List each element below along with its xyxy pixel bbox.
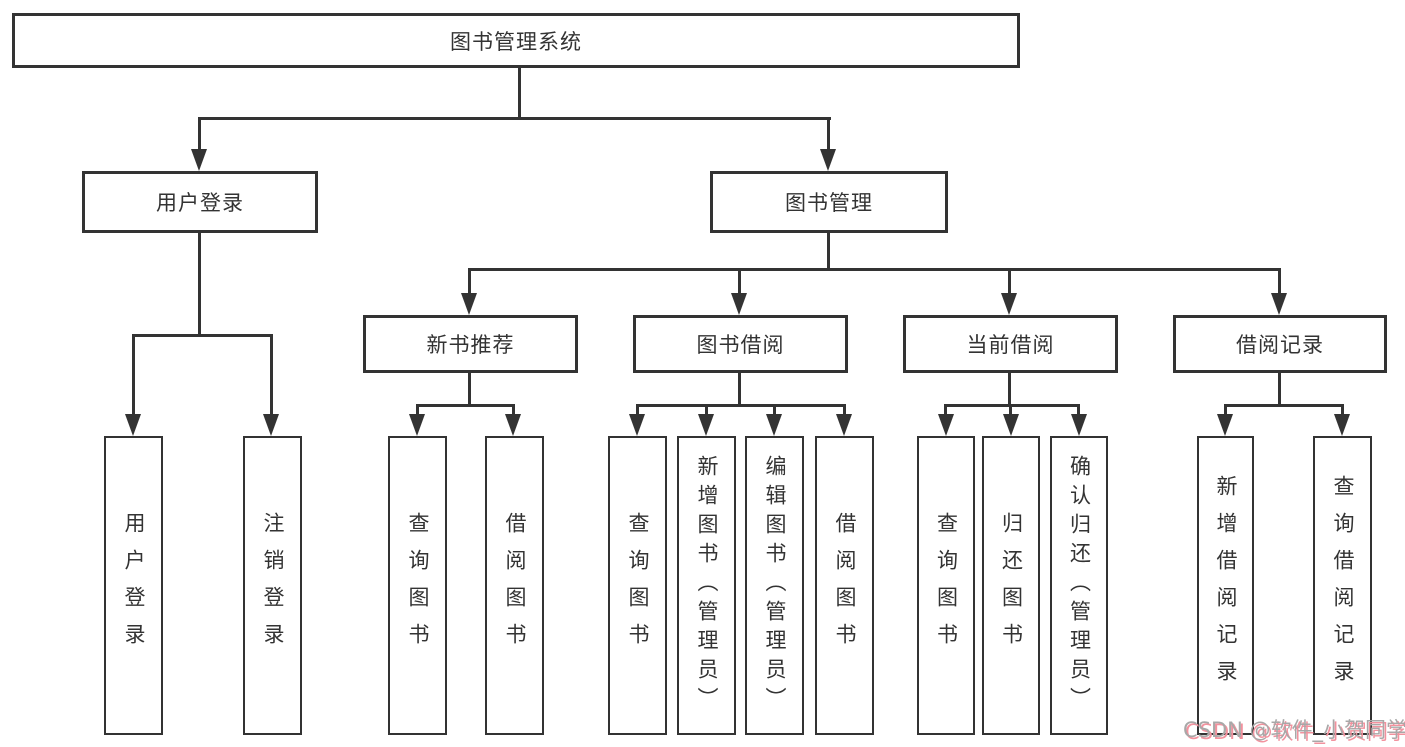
connector-line [512, 404, 515, 415]
connector-line [1077, 404, 1080, 415]
connector-line [1224, 404, 1227, 415]
node-borrowing-records-label: 借阅记录 [1236, 333, 1324, 357]
arrow-down-icon [629, 414, 645, 436]
arrow-down-icon [1071, 414, 1087, 436]
connector-line [636, 404, 846, 407]
leaf-return-books: 归还图书 [982, 436, 1040, 735]
arrow-down-icon [409, 414, 425, 436]
connector-line [270, 334, 273, 415]
arrow-down-icon [263, 414, 279, 436]
arrow-down-icon [766, 414, 782, 436]
leaf-query-books-current: 查询图书 [917, 436, 975, 735]
connector-line [468, 373, 471, 407]
connector-line [468, 268, 471, 295]
connector-line [944, 404, 947, 415]
leaf-query-books-recommend-label: 查询图书 [406, 511, 430, 660]
leaf-add-books-admin-label: 新增图书（管理员） [695, 455, 719, 716]
csdn-watermark: CSDN @软件_小贺同学 [1183, 718, 1405, 742]
leaf-query-books-recommend: 查询图书 [388, 436, 447, 735]
arrow-down-icon [1334, 414, 1350, 436]
connector-line [738, 268, 741, 295]
connector-line [738, 373, 741, 407]
connector-line [1008, 373, 1011, 407]
node-user-login: 用户登录 [82, 171, 318, 233]
connector-line [1008, 268, 1011, 295]
node-user-login-label: 用户登录 [156, 191, 244, 215]
leaf-confirm-return-admin-label: 确认归还（管理员） [1067, 455, 1092, 716]
leaf-logout-label: 注销登录 [261, 511, 285, 660]
connector-line [636, 404, 639, 415]
leaf-query-borrow-record-label: 查询借阅记录 [1331, 474, 1355, 697]
connector-line [198, 233, 201, 337]
node-book-borrowing: 图书借阅 [633, 315, 848, 373]
leaf-borrow-books-recommend-label: 借阅图书 [503, 511, 527, 660]
arrow-down-icon [125, 414, 141, 436]
node-system: 图书管理系统 [12, 13, 1020, 68]
leaf-add-borrow-record-label: 新增借阅记录 [1214, 474, 1238, 697]
connector-line [1278, 268, 1281, 295]
node-book-management: 图书管理 [710, 171, 948, 233]
node-book-borrowing-label: 图书借阅 [696, 333, 785, 357]
arrow-down-icon [731, 293, 747, 315]
connector-line [827, 117, 830, 150]
node-new-book-recommend: 新书推荐 [363, 315, 578, 373]
leaf-edit-books-admin-label: 编辑图书（管理员） [763, 455, 787, 716]
connector-line [1224, 404, 1343, 407]
node-current-borrowing: 当前借阅 [903, 315, 1118, 373]
connector-line [198, 117, 201, 150]
leaf-user-login: 用户登录 [104, 436, 163, 735]
connector-line [843, 404, 846, 415]
arrow-down-icon [938, 414, 954, 436]
leaf-query-books-borrowing: 查询图书 [608, 436, 667, 735]
node-new-book-recommend-label: 新书推荐 [426, 333, 515, 357]
leaf-add-books-admin: 新增图书（管理员） [677, 436, 736, 735]
connector-line [773, 404, 776, 415]
arrow-down-icon [505, 414, 521, 436]
node-current-borrowing-label: 当前借阅 [966, 333, 1055, 357]
leaf-logout: 注销登录 [243, 436, 302, 735]
arrow-down-icon [461, 293, 477, 315]
connector-line [416, 404, 515, 407]
arrow-down-icon [1001, 293, 1017, 315]
arrow-down-icon [1003, 414, 1019, 436]
leaf-add-borrow-record: 新增借阅记录 [1197, 436, 1254, 735]
connector-line [827, 233, 830, 271]
leaf-query-books-current-label: 查询图书 [934, 511, 959, 660]
leaf-query-books-borrowing-label: 查询图书 [626, 511, 650, 660]
connector-line [198, 117, 831, 120]
leaf-borrow-books-borrowing-label: 借阅图书 [833, 511, 857, 660]
connector-line [1009, 404, 1012, 415]
leaf-query-borrow-record: 查询借阅记录 [1313, 436, 1372, 735]
node-book-management-label: 图书管理 [785, 191, 873, 215]
arrow-down-icon [836, 414, 852, 436]
node-system-label: 图书管理系统 [450, 29, 582, 54]
arrow-down-icon [1271, 293, 1287, 315]
arrow-down-icon [820, 149, 836, 171]
connector-line [705, 404, 708, 415]
leaf-edit-books-admin: 编辑图书（管理员） [745, 436, 804, 735]
arrow-down-icon [1217, 414, 1233, 436]
arrow-down-icon [191, 149, 207, 171]
arrow-down-icon [698, 414, 714, 436]
leaf-user-login-label: 用户登录 [122, 511, 146, 660]
connector-line [132, 334, 135, 415]
leaf-borrow-books-borrowing: 借阅图书 [815, 436, 874, 735]
leaf-borrow-books-recommend: 借阅图书 [485, 436, 544, 735]
connector-line [1278, 373, 1281, 407]
connector-line [944, 404, 1080, 407]
connector-line [518, 67, 521, 119]
connector-line [132, 334, 273, 337]
node-borrowing-records: 借阅记录 [1173, 315, 1387, 373]
leaf-return-books-label: 归还图书 [999, 511, 1024, 660]
connector-line [416, 404, 419, 415]
connector-line [468, 268, 1281, 271]
connector-line [1341, 404, 1344, 415]
leaf-confirm-return-admin: 确认归还（管理员） [1050, 436, 1108, 735]
